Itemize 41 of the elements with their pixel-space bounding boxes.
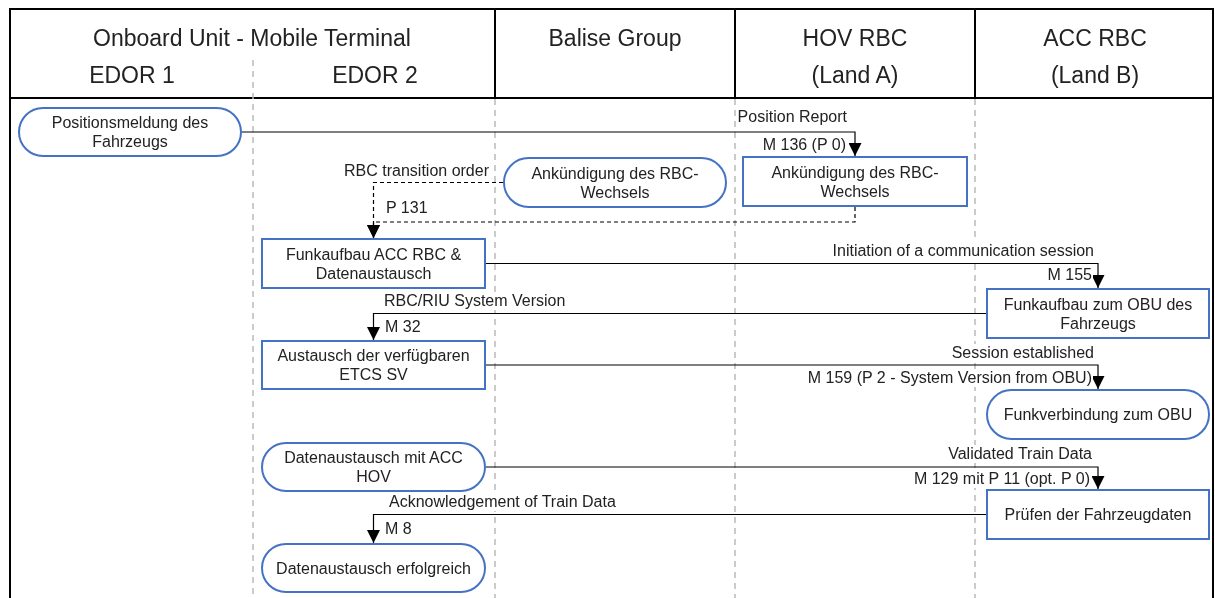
node-text: Datenaustausch erfolgreich (276, 558, 471, 578)
edge-label: Validated Train Data (947, 445, 1093, 463)
edge-label: Acknowledgement of Train Data (388, 493, 617, 511)
node-text: Ankündigung des RBC-Wechsels (770, 162, 940, 201)
arrow (485, 466, 1105, 490)
edge-label: Position Report (736, 108, 848, 126)
edge-label: RBC/RIU System Version (383, 292, 567, 310)
column-header: ACC RBC (Land B) (1042, 24, 1148, 90)
dashed-arrow (367, 206, 856, 239)
node-text: Funkaufbau zum OBU des Fahrzeugs (1002, 294, 1194, 333)
terminal-shape (503, 157, 727, 208)
node-text: Ankündigung des RBC-Wechsels (530, 163, 700, 202)
message-code: M 159 (P 2 - System Version from OBU) (806, 369, 1093, 387)
node-text: Funkaufbau ACC RBC & Datenaustausch (284, 244, 463, 283)
node-text: Positionsmeldung des Fahrzeugs (50, 113, 210, 151)
edge-label: Initiation of a communication session (831, 242, 1095, 260)
node-text: Prüfen der Fahrzeugdaten (1004, 505, 1192, 524)
terminal-shape (986, 389, 1210, 440)
terminal-shape (261, 543, 486, 593)
arrow (485, 364, 1105, 390)
arrow (367, 513, 987, 544)
node-text: Funkverbindung zum OBU (1003, 405, 1193, 424)
arrow (367, 312, 987, 341)
node-text: Austausch der verfügbaren ETCS SV (276, 346, 471, 384)
message-code: M 129 mit P 11 (opt. P 0) (912, 470, 1091, 488)
node-text: Datenaustausch mit ACC HOV (283, 448, 464, 486)
terminal-shape (261, 442, 486, 492)
column-header: Onboard Unit - Mobile Terminal (92, 24, 412, 53)
column-header: HOV RBC (Land A) (801, 24, 909, 90)
process-box (261, 340, 486, 390)
message-code: M 136 (P 0) (761, 136, 847, 154)
process-box (986, 288, 1210, 339)
process-box (261, 238, 486, 289)
process-box (986, 489, 1210, 540)
arrow (485, 262, 1105, 289)
terminal-shape (18, 107, 242, 157)
column-header: EDOR 2 (331, 61, 419, 90)
column-header: Balise Group (547, 24, 683, 53)
column-header: EDOR 1 (88, 61, 176, 90)
arrow (241, 131, 862, 157)
process-box (742, 156, 968, 207)
